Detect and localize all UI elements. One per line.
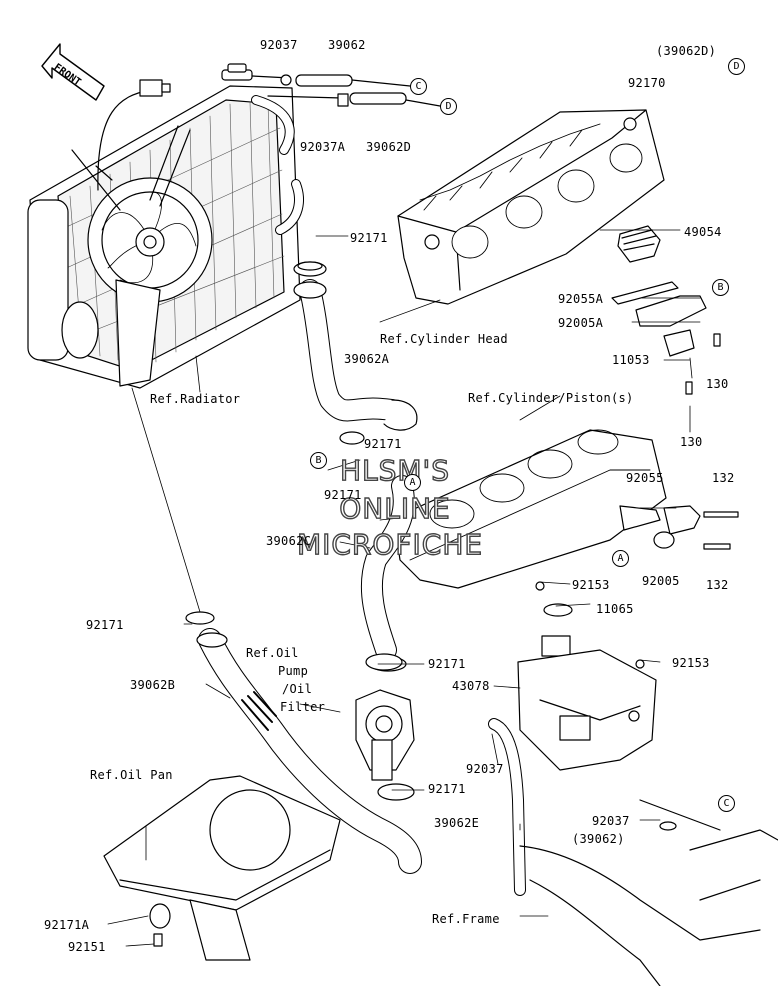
watermark-line-1: HLSM'S [339,454,451,487]
watermark-line-3: MICROFICHE [296,528,484,561]
connector-marker: D [728,58,745,75]
part-label-92153: 92153 [672,656,710,670]
part-label-130: 130 [680,435,703,449]
part-label-92055: 92055 [626,471,664,485]
part-label-92171: 92171 [86,618,124,632]
cylinder-block-drawing [393,429,739,589]
watermark-line-2: ONLINE [339,492,451,525]
part-label-39062e: 39062E [434,816,480,830]
part-label-92171: 92171 [350,231,388,245]
connector-marker: B [712,279,729,296]
part-label-92153: 92153 [572,578,610,592]
part-label-92171: 92171 [324,488,362,502]
part-label-92037: 92037 [466,762,504,776]
part-label-92005: 92005 [642,574,680,588]
radiator-drawing [27,79,301,389]
frame-drawing [519,829,778,986]
ref-label-frame: Ref.Frame [432,912,500,926]
ref-label-oil-pump-line4: Filter [280,700,326,714]
part-label-92037: 92037 [260,38,298,52]
part-label-49054: 49054 [684,225,722,239]
part-label-11053: 11053 [612,353,650,367]
part-label-39062c: 39062C [266,534,312,548]
part-label-39062a: 39062A [344,352,390,366]
connector-marker: B [310,452,327,469]
part-label-92171: 92171 [364,437,402,451]
oil-pan-drawing [103,775,341,961]
ref-label-oil-pan: Ref.Oil Pan [90,768,173,782]
thermostat-drawing [611,225,721,395]
ref-label-oil-pump-line3: /Oil [282,682,313,696]
part-label-92171: 92171 [428,657,466,671]
front-arrow-icon [41,43,105,101]
hose-39062b-drawing [131,387,422,874]
part-label-39062d-paren: (39062D) [656,44,717,58]
leader-lines [107,229,701,947]
ref-label-cylinder-piston: Ref.Cylinder/Piston(s) [468,391,634,405]
part-label-132: 132 [706,578,729,592]
part-label-92171: 92171 [428,782,466,796]
part-label-39062b: 39062B [130,678,176,692]
connector-marker: D [440,98,457,115]
part-label-92151: 92151 [68,940,106,954]
ref-label-oil-pump-line1: Ref.Oil [246,646,299,660]
connector-marker: A [404,474,421,491]
top-hoses-drawing [221,63,441,235]
part-label-130: 130 [706,377,729,391]
part-label-92037a: 92037A [300,140,346,154]
part-label-132: 132 [712,471,735,485]
part-label-11065: 11065 [596,602,634,616]
ref-label-cylinder-head: Ref.Cylinder Head [380,332,508,346]
connector-marker: C [410,78,427,95]
part-label-92055a: 92055A [558,292,604,306]
reservoir-tank-drawing [488,581,721,896]
part-label-92037: 92037 [592,814,630,828]
part-label-39062d: 39062D [366,140,412,154]
ref-label-oil-pump-line2: Pump [278,664,309,678]
part-label-92171a: 92171A [44,918,90,932]
connector-marker: C [718,795,735,812]
ref-label-radiator: Ref.Radiator [150,392,241,406]
water-pump-drawing [355,653,415,801]
part-label-39062: 39062 [328,38,366,52]
part-label-92005a: 92005A [558,316,604,330]
part-label-39062-paren: (39062) [572,832,625,846]
connector-marker: A [612,550,629,567]
hose-39062a-drawing [293,261,418,431]
part-label-92170: 92170 [628,76,666,90]
cylinder-head-drawing [397,109,665,305]
part-label-43078: 43078 [452,679,490,693]
